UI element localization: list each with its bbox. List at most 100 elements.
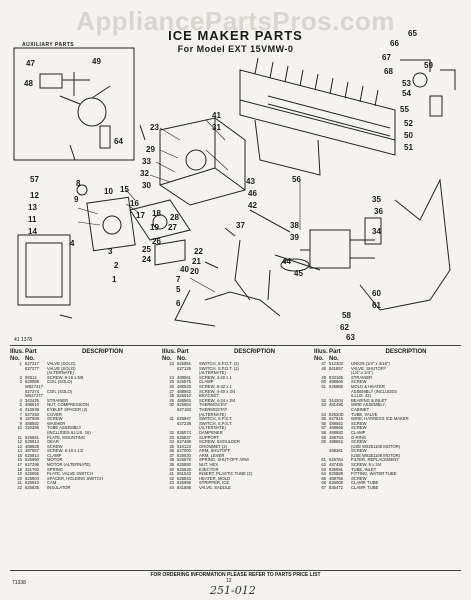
part-number: 836991 (329, 466, 343, 472)
illus-number: 11 (17, 434, 22, 440)
part-number: 841857 (329, 365, 343, 371)
part-number: 488665 (329, 425, 343, 431)
part-description: BRACKET (199, 394, 219, 399)
illus-number: 3 (19, 379, 22, 385)
callout-49: 49 (92, 57, 101, 66)
illus-number: 13 (17, 443, 22, 449)
callout-34: 34 (372, 227, 381, 236)
part-number: 627374 (25, 388, 39, 394)
part-description: THERMOSTAT (199, 403, 228, 408)
callout-30: 30 (142, 181, 151, 190)
illus-number: 19 (17, 471, 22, 477)
part-description: MOTOR (47, 458, 63, 463)
part-number: 625764 (329, 457, 343, 463)
part-number: 627183 (177, 406, 191, 412)
part-number: 310936 (25, 406, 39, 412)
illus-number: 23 (169, 361, 174, 366)
part-number: 625843 (177, 475, 191, 481)
illus-number: 37 (169, 452, 174, 458)
callout-16: 16 (130, 199, 139, 208)
part-description: SPACER, HOLDING SWITCH (47, 476, 103, 481)
callout-29: 29 (146, 145, 155, 154)
callout-11: 11 (28, 215, 37, 224)
callout-25: 25 (142, 245, 151, 254)
part-number: 625626 (177, 466, 191, 472)
callout-68: 68 (384, 67, 393, 76)
ordering-note: FOR ORDERING INFORMATION PLEASE REFER TO… (150, 572, 321, 578)
page-title: ICE MAKER PARTS (168, 28, 303, 43)
illus-number: 18 (17, 466, 22, 472)
table-row: (ALTERNATE) (162, 426, 310, 431)
callout-9: 9 (74, 195, 79, 204)
page-number: 12 (226, 578, 232, 584)
illus-number: 55 (321, 416, 326, 422)
part-description: SCREW, 8-18 x 5/8 (47, 375, 84, 380)
part-description: PLATE, MOUNTING (47, 435, 86, 440)
part-description: (ALTERNATE) (199, 412, 226, 417)
part-number: 488756 (329, 475, 343, 481)
illus-number: 26 (169, 383, 174, 389)
illus-number: 10 (17, 425, 22, 431)
part-number: 320296 (25, 425, 39, 431)
illus-number: 57 (321, 425, 326, 431)
part-number: 344204 (329, 397, 343, 403)
part-description: SCREW, SHOULDER (199, 440, 240, 445)
part-description: WIRE ASSEMBLY, (351, 403, 386, 408)
illus-number: 24 (169, 374, 174, 380)
part-number: 488828 (25, 443, 39, 449)
part-number: 625651 (25, 434, 39, 440)
table-row: (ALTERNATE) (10, 371, 158, 376)
callout-48: 48 (24, 79, 33, 88)
part-description: STRAINER (47, 398, 69, 403)
callout-51: 51 (404, 143, 413, 152)
callout-45: 45 (294, 269, 303, 278)
callout-23: 23 (150, 123, 159, 132)
part-number: 625996 (177, 480, 191, 486)
callout-4: 4 (70, 239, 75, 248)
part-number: 836472 (329, 485, 343, 491)
illus-number: 25 (169, 379, 174, 385)
illus-number: 20 (17, 475, 22, 481)
illus-number: 28 (169, 393, 174, 399)
part-description: GEAR (47, 440, 59, 445)
illus-number: 33 (169, 434, 174, 440)
document-code: 71338 (12, 580, 26, 586)
illus-number: 38 (169, 457, 174, 463)
part-description: THERMOSTAT (199, 407, 228, 412)
part-description: ARM, LEVER (199, 453, 225, 458)
illus-number: 60 (321, 439, 326, 445)
part-description: FITTING, WATER TUBE (351, 472, 397, 477)
part-number: 343425 (25, 397, 39, 403)
illus-number: 35 (169, 443, 174, 449)
model-subtitle: For Model EXT 15VMW-0 (177, 44, 294, 54)
part-description: SWITCH, S.P.S.T. (199, 421, 233, 426)
part-description: ARM, SHUTOFF (199, 449, 231, 454)
part-description: SCREW (47, 444, 63, 449)
callout-59: 59 (424, 61, 433, 70)
illus-number: 34 (169, 439, 174, 445)
callout-53: 53 (402, 79, 411, 88)
part-description: SCREW (351, 440, 367, 445)
illus-number: 32 (169, 429, 174, 435)
part-description: CLAMP (47, 453, 62, 458)
table-row: 627183 THERMOSTAT (162, 406, 310, 413)
divider (10, 570, 461, 571)
illus-number: 65 (321, 475, 326, 481)
callout-26: 26 (152, 237, 161, 246)
illus-number: 47 (321, 361, 326, 366)
part-number: 487557 (25, 448, 39, 454)
